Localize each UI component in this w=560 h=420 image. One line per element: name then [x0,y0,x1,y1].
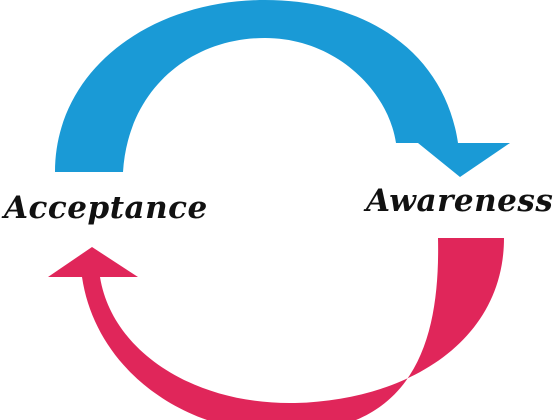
awareness-label: Awareness [366,183,554,219]
acceptance-label: Acceptance [4,190,208,226]
bottom-cycle-arrow [48,238,504,420]
top-cycle-arrow [55,0,510,177]
